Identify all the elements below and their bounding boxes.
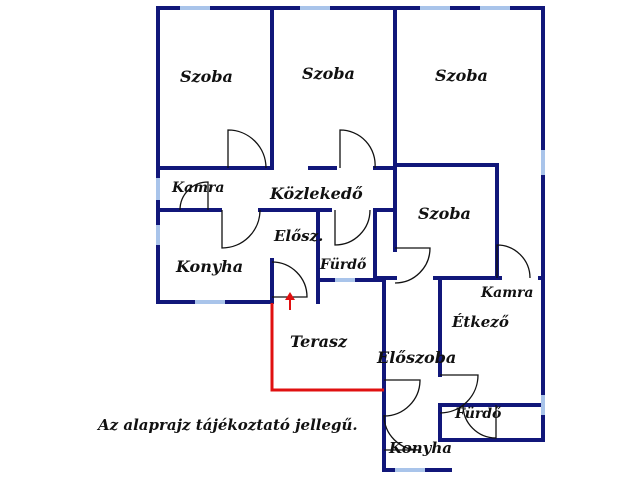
door-swings	[179, 129, 531, 451]
door-swing	[383, 379, 421, 417]
disclaimer-note: Az alaprajz tájékoztató jellegű.	[96, 416, 358, 434]
room-label-konyha-1: Konyha	[175, 257, 243, 276]
terrace-outline	[270, 303, 384, 392]
room-label-szoba-2: Szoba	[302, 64, 355, 83]
room-label-szoba-4: Szoba	[418, 204, 471, 223]
windows	[156, 6, 545, 472]
door-swing	[383, 414, 420, 451]
door-swing	[227, 129, 267, 169]
room-label-elosz: Elősz.	[273, 227, 323, 245]
room-label-szoba-1: Szoba	[180, 67, 233, 86]
room-label-terasz: Terasz	[290, 332, 348, 351]
room-label-kamra-2: Kamra	[480, 285, 534, 301]
door-swing	[179, 181, 209, 211]
room-label-furdo-2: Fürdő	[454, 406, 502, 422]
room-label-etkezo: Étkező	[451, 313, 509, 331]
door-swing	[221, 209, 261, 249]
room-label-eloszoba: Előszoba	[376, 348, 456, 367]
room-label-szoba-3: Szoba	[435, 66, 488, 85]
door-swing	[394, 247, 431, 284]
door-swing	[334, 209, 371, 246]
door-swing	[339, 129, 376, 169]
door-swing	[462, 404, 497, 439]
door-swing	[439, 374, 479, 414]
door-swing	[271, 261, 308, 298]
door-swing	[496, 244, 531, 279]
entrance-arrow-icon	[285, 292, 295, 310]
room-label-furdo-1: Fürdő	[319, 257, 367, 273]
room-label-kozlekedo: Közlekedő	[269, 184, 363, 203]
room-label-konyha-2: Konyha	[388, 439, 452, 457]
room-label-kamra-1: Kamra	[171, 180, 225, 196]
